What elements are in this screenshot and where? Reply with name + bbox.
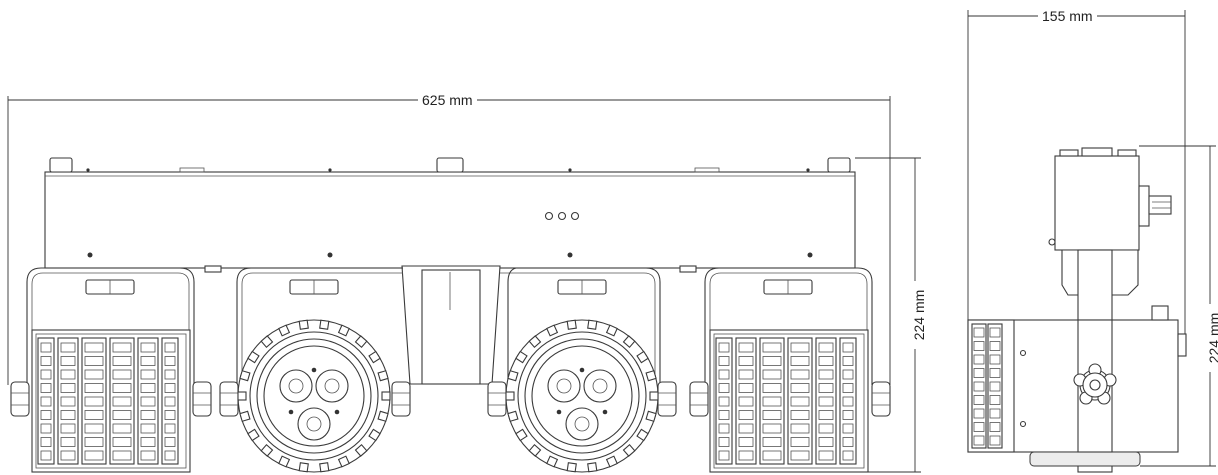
front-height-label: 224 mm [911,281,927,349]
bezel-tooth [298,319,309,330]
bezel-tooth [587,462,598,473]
bezel-tooth [247,428,260,442]
lens-column [787,337,813,465]
lens-column [815,337,837,465]
bezel-tooth [354,335,368,349]
front-view [10,157,891,473]
bezel-tooth [645,410,657,422]
bezel-tooth [247,350,260,364]
side-width-label: 155 mm [1038,8,1097,24]
lens-column [715,337,733,465]
lens-column [81,337,107,465]
side-top-box [1054,155,1140,251]
bezel-tooth [239,410,251,422]
bezel-tooth [278,455,291,468]
bezel-tooth [354,443,368,457]
bezel-tooth [515,428,528,442]
bezel-tooth [587,319,598,330]
derby-lens-slots [37,337,857,465]
lens-column [839,337,857,465]
par-fixture-right [487,267,677,473]
bezel-tooth [337,324,350,337]
lens-column [735,337,757,465]
bezel-tooth [377,410,389,422]
bezel-tooth [260,335,274,349]
side-view [967,147,1187,473]
bezel-tooth [636,428,649,442]
bezel-tooth [622,335,636,349]
side-lens-slots [971,323,1003,449]
bezel-tooth [622,443,636,457]
bezel-tooth [636,350,649,364]
bezel-tooth [319,462,330,473]
bezel-tooth [507,410,519,422]
lens-column [161,337,179,465]
indicator-led [570,211,580,221]
indicator-led [544,211,554,221]
bezel-tooth [505,391,515,401]
lens-column [37,337,55,465]
bezel-tooth [546,455,559,468]
bezel-tooth [337,455,350,468]
top-bar [44,171,856,269]
lens-column [109,337,135,465]
bezel-tooth [528,443,542,457]
lens-column [759,337,785,465]
foot [49,157,73,173]
bezel-tooth [381,391,391,401]
par-bezel-teeth [237,319,659,473]
foot [827,157,851,173]
bezel-tooth [645,370,657,382]
bezel-tooth [319,319,330,330]
bezel-tooth [566,462,577,473]
bezel-tooth [528,335,542,349]
bezel-tooth [278,324,291,337]
side-knob [1073,363,1117,405]
bezel-tooth [566,319,577,330]
bezel-tooth [368,350,381,364]
bezel-tooth [237,391,247,401]
bezel-tooth [515,350,528,364]
bezel-tooth [605,324,618,337]
front-width-label: 625 mm [418,92,477,108]
lens-column [57,337,79,465]
bezel-tooth [546,324,559,337]
bezel-tooth [298,462,309,473]
side-height-label: 224 mm [1206,304,1218,372]
bezel-tooth [377,370,389,382]
bezel-tooth [260,443,274,457]
lens-column [137,337,159,465]
bezel-tooth [507,370,519,382]
foot [436,157,464,173]
bezel-tooth [649,391,659,401]
bezel-tooth [368,428,381,442]
bezel-tooth [239,370,251,382]
indicator-led [557,211,567,221]
par-fixture-left [219,267,411,473]
bezel-tooth [605,455,618,468]
